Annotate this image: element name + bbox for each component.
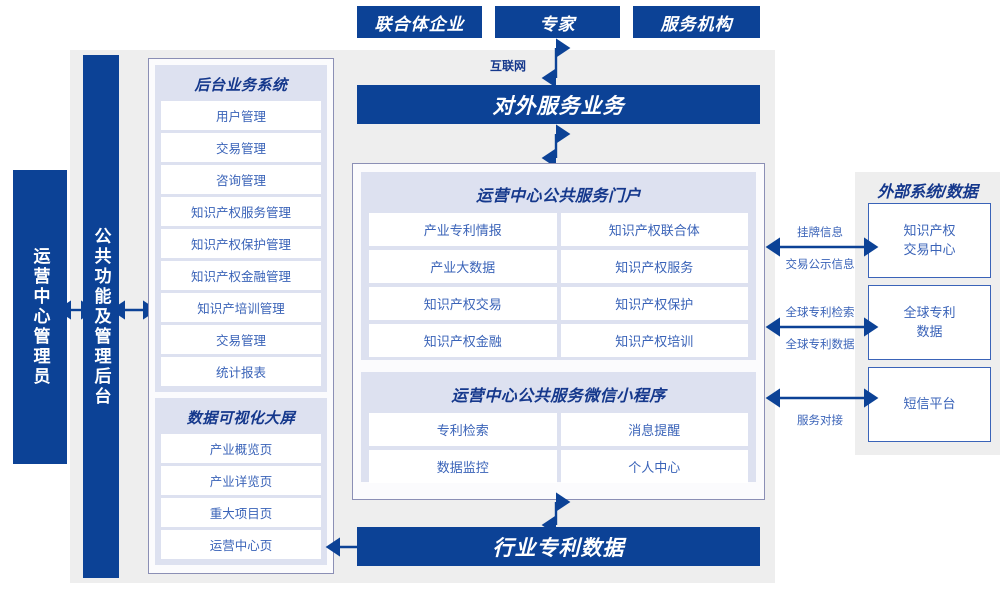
backend-business-column: 后台业务系统 用户管理 交易管理 咨询管理 知识产权服务管理 知识产权保护管理 … [148, 58, 334, 574]
portal-items-grid: 产业专利情报 知识产权联合体 产业大数据 知识产权服务 知识产权交易 知识产权保… [369, 213, 748, 357]
internet-connector-arrow [541, 38, 571, 88]
list-item[interactable]: 知识产权服务管理 [161, 197, 321, 226]
business-column-to-industry-data-arrow [325, 537, 372, 557]
external-system-label: 短信平台 [903, 396, 956, 412]
group-title: 后台业务系统 [194, 77, 288, 94]
actor-box-expert[interactable]: 专家 [495, 6, 620, 38]
service-bar-to-portal-arrow [541, 124, 571, 168]
operations-center-services-card: 运营中心公共服务门户 产业专利情报 知识产权联合体 产业大数据 知识产权服务 知… [352, 163, 765, 500]
grid-item[interactable]: 消息提醒 [560, 413, 748, 446]
list-item[interactable]: 用户管理 [161, 101, 321, 130]
common-function-label: 公共功能及管理后台 [91, 226, 111, 407]
panel-wechat-miniprogram: 运营中心公共服务微信小程序 专利检索 消息提醒 数据监控 个人中心 [361, 372, 756, 483]
grid-item[interactable]: 产业大数据 [369, 250, 557, 283]
industry-patent-data-bar[interactable]: 行业专利数据 [357, 527, 760, 566]
group-title: 数据可视化大屏 [186, 410, 296, 427]
operator-label: 运营中心管理员 [30, 247, 50, 387]
grid-item[interactable]: 数据监控 [369, 450, 557, 483]
group-backend-business-system: 后台业务系统 用户管理 交易管理 咨询管理 知识产权服务管理 知识产权保护管理 … [155, 65, 327, 392]
grid-item[interactable]: 知识产权保护 [560, 287, 748, 320]
panel-public-service-portal: 运营中心公共服务门户 产业专利情报 知识产权联合体 产业大数据 知识产权服务 知… [361, 172, 756, 360]
backend-to-business-column-arrow [110, 300, 158, 320]
list-item[interactable]: 产业详览页 [161, 466, 321, 495]
grid-item[interactable]: 知识产权交易 [369, 287, 557, 320]
portal-to-industry-data-arrow [541, 492, 571, 535]
actor-box-consortium[interactable]: 联合体企业 [357, 6, 482, 38]
external-system-sms-platform[interactable]: 短信平台 [868, 367, 991, 442]
grid-item[interactable]: 知识产权金融 [369, 324, 557, 357]
list-item[interactable]: 交易管理 [161, 133, 321, 162]
link-arrow-sms-platform [765, 388, 879, 408]
common-function-backend-bar[interactable]: 公共功能及管理后台 [83, 55, 119, 578]
link-arrow-ip-trading-center [765, 237, 879, 257]
external-system-global-patent-data[interactable]: 全球专利 数据 [868, 285, 991, 360]
panel-title: 运营中心公共服务门户 [475, 188, 641, 205]
link-label-listing-info: 挂牌信息 [797, 227, 843, 239]
group-data-visualization-screen: 数据可视化大屏 产业概览页 产业详览页 重大项目页 运营中心页 [155, 398, 327, 565]
external-system-ip-trading-center[interactable]: 知识产权 交易中心 [868, 203, 991, 278]
grid-item[interactable]: 专利检索 [369, 413, 557, 446]
grid-item[interactable]: 产业专利情报 [369, 213, 557, 246]
grid-item[interactable]: 知识产权培训 [560, 324, 748, 357]
external-system-label: 知识产权 交易中心 [903, 222, 956, 257]
link-label-global-patent-search: 全球专利检索 [785, 307, 855, 319]
actor-operations-center-admin[interactable]: 运营中心管理员 [13, 170, 67, 464]
list-item[interactable]: 重大项目页 [161, 498, 321, 527]
grid-item[interactable]: 个人中心 [560, 450, 748, 483]
miniprogram-items-grid: 专利检索 消息提醒 数据监控 个人中心 [369, 413, 748, 483]
list-item[interactable]: 咨询管理 [161, 165, 321, 194]
list-item[interactable]: 产业概览页 [161, 434, 321, 463]
list-item[interactable]: 知识产权保护管理 [161, 229, 321, 258]
panel-title: 运营中心公共服务微信小程序 [451, 388, 666, 405]
grid-item[interactable]: 知识产权联合体 [560, 213, 748, 246]
operator-to-backend-arrow [56, 300, 96, 320]
link-arrow-global-patent-data [765, 317, 879, 337]
link-label-global-patent-data: 全球专利数据 [785, 339, 855, 351]
grid-item[interactable]: 知识产权服务 [560, 250, 748, 283]
list-item[interactable]: 统计报表 [161, 357, 321, 386]
list-item[interactable]: 交易管理 [161, 325, 321, 354]
link-label-trade-disclosure-info: 交易公示信息 [785, 259, 855, 271]
link-label-service-integration: 服务对接 [797, 415, 843, 427]
external-service-business-bar[interactable]: 对外服务业务 [357, 85, 760, 124]
list-item[interactable]: 运营中心页 [161, 530, 321, 559]
external-system-label: 全球专利 数据 [903, 304, 956, 339]
actor-box-service-agency[interactable]: 服务机构 [633, 6, 760, 38]
internet-label: 互联网 [489, 59, 526, 73]
external-systems-title: 外部系统/数据 [877, 184, 978, 201]
list-item[interactable]: 知识产权金融管理 [161, 261, 321, 290]
list-item[interactable]: 知识产培训管理 [161, 293, 321, 322]
